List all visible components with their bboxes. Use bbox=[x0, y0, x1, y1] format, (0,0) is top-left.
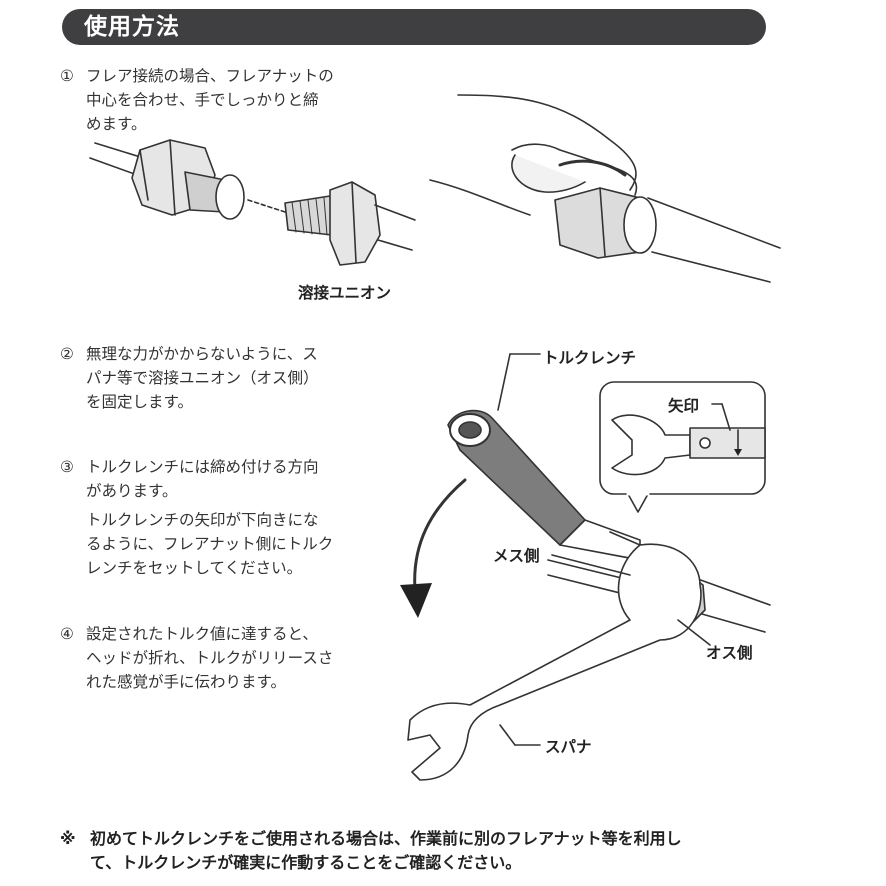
label-spanner: スパナ bbox=[545, 738, 592, 756]
note-mark: ※ bbox=[60, 829, 76, 848]
step-text: フレア接続の場合、フレアナットの 中心を合わせ、手でしっかりと締 めます。 bbox=[86, 67, 334, 133]
flare-connection-figure bbox=[89, 139, 416, 266]
step-3: ③ トルクレンチには締め付ける方向 があります。 bbox=[60, 455, 380, 503]
label-torque-wrench: トルクレンチ bbox=[543, 349, 637, 367]
step-number: ③ bbox=[60, 458, 74, 476]
step-text: トルクレンチには締め付ける方向 があります。 bbox=[86, 458, 319, 500]
step-4: ④ 設定されたトルク値に達すると、 ヘッドが折れ、トルクがリリースさ れた感覚が… bbox=[60, 622, 380, 694]
label-female-side: メス側 bbox=[493, 547, 540, 565]
torque-wrench-figure bbox=[400, 353, 771, 781]
section-title: 使用方法 bbox=[84, 14, 180, 40]
step-number: ④ bbox=[60, 625, 74, 643]
step-number: ② bbox=[60, 345, 74, 363]
section-header: 使用方法 bbox=[62, 9, 766, 45]
step-text: 設定されたトルク値に達すると、 ヘッドが折れ、トルクがリリースさ れた感覚が手に… bbox=[86, 625, 334, 691]
caution-note: ※ 初めてトルクレンチをご使用される場合は、作業前に別のフレアナット等を利用し … bbox=[60, 827, 780, 875]
step-number: ① bbox=[60, 67, 74, 85]
label-male-side: オス側 bbox=[706, 644, 753, 662]
label-union: 溶接ユニオン bbox=[298, 284, 392, 302]
step-text: 無理な力がかからないように、ス パナ等で溶接ユニオン（オス側） を固定します。 bbox=[86, 345, 319, 411]
note-text: 初めてトルクレンチをご使用される場合は、作業前に別のフレアナット等を利用し て、… bbox=[90, 829, 682, 872]
step-3-detail: トルクレンチの矢印が下向きにな るように、フレアナット側にトルク レンチをセット… bbox=[60, 508, 380, 580]
step-text: トルクレンチの矢印が下向きにな るように、フレアナット側にトルク レンチをセット… bbox=[86, 511, 334, 577]
hand-tightening-figure bbox=[429, 94, 781, 283]
label-arrow-mark: 矢印 bbox=[668, 397, 700, 415]
step-2: ② 無理な力がかからないように、ス パナ等で溶接ユニオン（オス側） を固定します… bbox=[60, 342, 380, 414]
step-1: ① フレア接続の場合、フレアナットの 中心を合わせ、手でしっかりと締 めます。 bbox=[60, 64, 380, 136]
